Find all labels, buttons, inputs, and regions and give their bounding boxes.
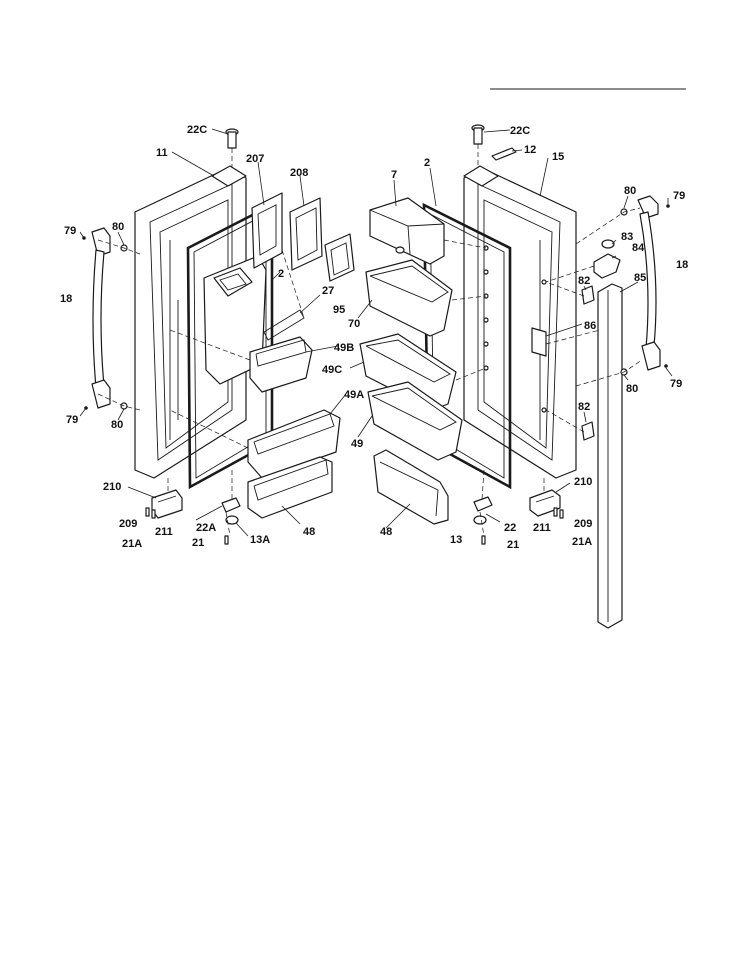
label-21a-right: 21A (572, 536, 592, 548)
freezer-handle-18 (91, 227, 111, 409)
door-bin-49a (247, 409, 341, 479)
door-trim-85 (597, 283, 623, 629)
label-18-right: 18 (676, 259, 688, 271)
label-15: 15 (552, 151, 564, 163)
handle-screw-79-right-top (666, 204, 670, 208)
label-22a: 22A (196, 522, 216, 534)
label-80-left-top: 80 (112, 221, 124, 233)
shelf-rod-27 (263, 309, 305, 341)
label-21a-left: 21A (122, 538, 142, 550)
leader-lines (79, 128, 673, 537)
door-bin-49c (359, 333, 457, 411)
label-21-right: 21 (507, 539, 519, 551)
label-85: 85 (634, 272, 646, 284)
label-84: 84 (632, 242, 645, 254)
label-49a: 49A (344, 389, 364, 401)
label-80-right-bottom: 80 (626, 383, 638, 395)
label-18-left: 18 (60, 293, 72, 305)
label-82-bottom: 82 (578, 401, 590, 413)
label-49c: 49C (322, 364, 342, 376)
hinge-cover-83 (601, 239, 615, 249)
label-22: 22 (504, 522, 516, 534)
label-12: 12 (524, 144, 536, 156)
door-bin-49 (367, 381, 463, 461)
door-bin-48-left (247, 456, 333, 519)
label-210-right: 210 (574, 476, 592, 488)
dispenser-panel-208 (289, 197, 323, 271)
hinge-cam-13 (473, 515, 487, 525)
label-211-right: 211 (533, 522, 551, 534)
dairy-compartment-7 (369, 197, 445, 265)
label-80-right-top: 80 (624, 185, 636, 197)
hinge-screws-209-left (145, 507, 156, 519)
label-79-right-bottom: 79 (670, 378, 682, 390)
door-bin-48-right (373, 449, 449, 525)
freezer-door-assembly (82, 128, 355, 545)
label-95: 95 (333, 304, 345, 316)
label-13a: 13A (250, 534, 270, 546)
fresh-food-door-shell (463, 167, 577, 479)
label-13: 13 (450, 534, 462, 546)
fresh-food-door-top-cap (463, 165, 499, 187)
label-208: 208 (290, 167, 308, 179)
label-86: 86 (584, 320, 596, 332)
label-211-left: 211 (155, 526, 173, 538)
trim-clip-82-bottom (581, 421, 595, 441)
trim-clip-82-top (581, 285, 595, 305)
label-82-top: 82 (578, 275, 590, 287)
label-207: 207 (246, 153, 264, 165)
callout-labels: 22C 11 207 208 79 80 18 79 80 2 27 95 49… (60, 124, 688, 551)
hinge-bushing-22a (221, 497, 241, 513)
dispenser-cover-95 (324, 233, 355, 282)
label-48-left: 48 (303, 526, 315, 538)
dispenser-frame-207 (251, 192, 283, 269)
hinge-bracket-210-right (529, 489, 561, 517)
hinge-screws-209-right (553, 507, 564, 519)
label-70: 70 (348, 318, 360, 330)
label-209-left: 209 (119, 518, 137, 530)
hinge-pin-22c-left (225, 128, 239, 149)
fresh-food-handle-18 (637, 195, 661, 371)
label-83: 83 (621, 231, 633, 243)
handle-screw-79-right-bottom (664, 364, 668, 368)
label-22c-right: 22C (510, 125, 530, 137)
control-module-86 (531, 327, 547, 357)
hinge-bracket-210-left (151, 489, 183, 519)
label-11: 11 (156, 147, 168, 159)
hinge-screw-21-right (481, 535, 486, 545)
freezer-door-liner-edge (149, 183, 233, 461)
hinge-bushing-22 (473, 496, 493, 512)
hinge-block-84 (593, 253, 621, 279)
label-48-right: 48 (380, 526, 392, 538)
hinge-screw-21-left (224, 535, 229, 545)
label-79-left-top: 79 (64, 225, 76, 237)
label-21-left: 21 (192, 537, 204, 549)
door-bin-49b (249, 336, 313, 393)
fresh-food-door-liner-edge (477, 183, 561, 461)
freezer-door-top-cap (211, 165, 247, 187)
label-7: 7 (391, 169, 397, 181)
label-80-left-bottom: 80 (111, 419, 123, 431)
label-209-right: 209 (574, 518, 592, 530)
hinge-pin-22c-right (471, 124, 485, 145)
hinge-cam-13a (225, 515, 239, 525)
hinge-cover-12 (491, 147, 517, 161)
label-49b: 49B (334, 342, 354, 354)
label-22c-left: 22C (187, 124, 207, 136)
label-210-left: 210 (103, 481, 121, 493)
label-79-left-bottom: 79 (66, 414, 78, 426)
label-79-right-top: 79 (673, 190, 685, 202)
label-27: 27 (322, 285, 334, 297)
label-2-left: 2 (278, 268, 284, 280)
fresh-food-door-assembly (359, 124, 670, 629)
label-2-right: 2 (424, 157, 430, 169)
label-49: 49 (351, 438, 363, 450)
dispenser-chute (213, 267, 253, 297)
freezer-door-liner-inner (159, 199, 229, 449)
